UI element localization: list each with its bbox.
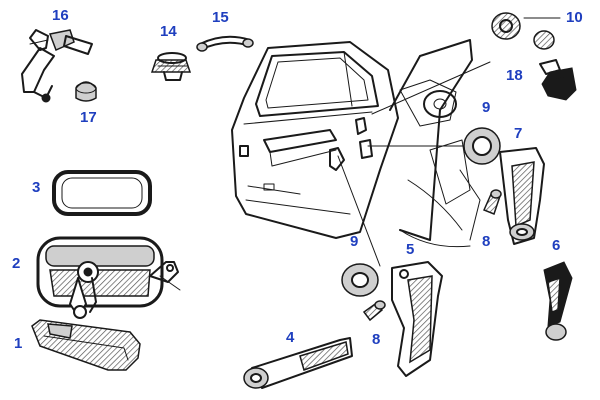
callout-18: 18 <box>506 67 523 84</box>
callout-16: 16 <box>52 7 69 24</box>
callout-6: 6 <box>552 237 561 254</box>
callout-5: 5 <box>406 241 415 258</box>
callout-1: 1 <box>14 335 23 352</box>
part-9-escutcheon-upper <box>463 127 501 165</box>
part-14-lock-knob <box>150 52 192 81</box>
part-10-knob <box>491 12 561 50</box>
part-7-inner-handle <box>499 147 545 245</box>
part-9-escutcheon-lower <box>341 263 379 297</box>
callout-15: 15 <box>212 9 229 26</box>
callout-10: 10 <box>566 9 583 26</box>
callout-3: 3 <box>32 179 41 196</box>
callout-8-lower: 8 <box>372 331 381 348</box>
callout-17: 17 <box>80 109 97 126</box>
callout-9-upper: 9 <box>482 99 491 116</box>
part-4-crank-lever <box>243 337 353 389</box>
part-6-window-crank <box>543 261 573 341</box>
part-16-lock-linkage <box>21 29 93 103</box>
part-18-knob <box>539 59 577 101</box>
part-17-cap <box>75 81 97 102</box>
callout-4: 4 <box>286 329 295 346</box>
callout-2: 2 <box>12 255 21 272</box>
part-2-outer-handle-assembly <box>36 236 181 319</box>
part-8-screw-lower <box>362 300 386 322</box>
part-1-pull-handle <box>31 319 141 371</box>
part-3-bezel-ring <box>52 170 152 216</box>
callout-8-upper: 8 <box>482 233 491 250</box>
part-8-screw-upper <box>482 189 502 215</box>
callout-7: 7 <box>514 125 523 142</box>
car-door-illustration <box>231 39 491 267</box>
callout-14: 14 <box>160 23 177 40</box>
part-15-grab-bar <box>196 35 254 52</box>
callout-9-lower: 9 <box>350 233 359 250</box>
part-5-inner-handle <box>391 261 443 377</box>
